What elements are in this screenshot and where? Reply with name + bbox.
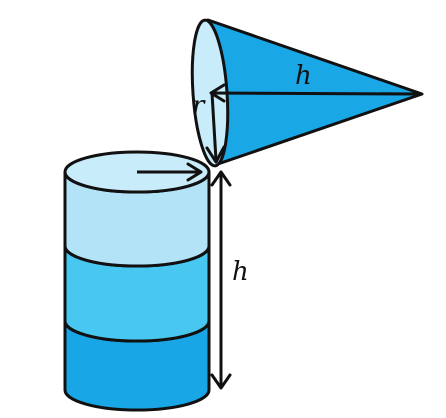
cone-radius-label: r — [192, 91, 206, 121]
cylinder — [63, 150, 211, 412]
cone-height-arrow — [211, 91, 421, 96]
cylinder-height-arrowhead-bottom — [210, 373, 232, 390]
cone-height-label: h — [295, 61, 312, 91]
cylinder-height-label: h — [232, 257, 249, 287]
cylinder-height-dimension: h — [210, 170, 249, 390]
cone-radius-arrow — [210, 92, 218, 161]
cone-height-arrowhead — [209, 83, 226, 103]
cylinder-radius-arrowhead — [186, 162, 203, 182]
cone: h r — [190, 18, 424, 168]
cone-radius-arrowhead — [205, 145, 226, 164]
cylinder-height-arrowhead-top — [210, 170, 232, 187]
